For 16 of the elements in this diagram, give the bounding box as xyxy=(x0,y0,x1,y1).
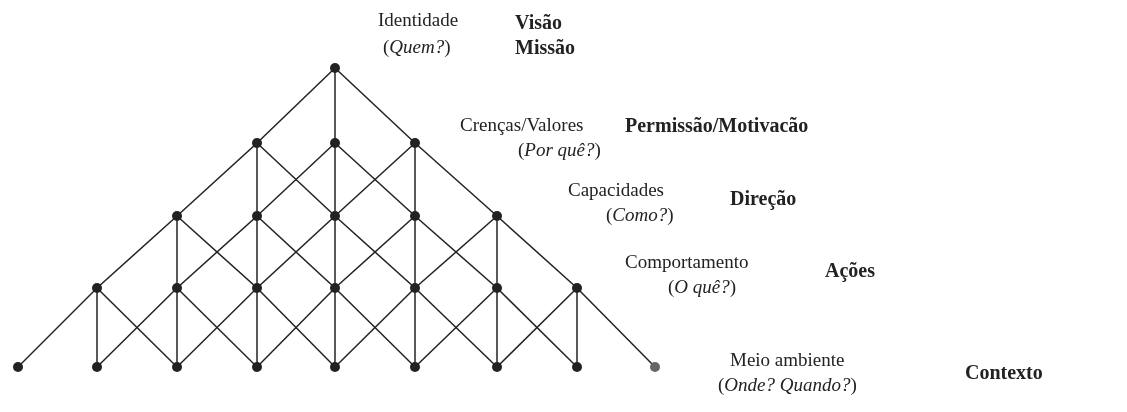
function-label: Contexto xyxy=(965,361,1043,383)
level-label: Comportamento xyxy=(625,251,749,273)
level-label: Meio ambiente xyxy=(730,349,845,371)
question-label: (Quem?) xyxy=(383,36,451,58)
question-label: (Como?) xyxy=(606,204,674,226)
level-label: Identidade xyxy=(378,9,459,31)
function-label: Ações xyxy=(825,259,875,281)
function-label: Visão xyxy=(515,11,563,33)
level-label: Capacidades xyxy=(568,179,664,201)
question-label: (Por quê?) xyxy=(518,139,601,161)
function-label: Permissão/Motivacão xyxy=(625,114,809,136)
level-label: Crenças/Valores xyxy=(460,114,584,136)
question-label: (O quê?) xyxy=(668,276,737,298)
function-label: Direção xyxy=(730,187,797,209)
question-label: (Onde? Quando?) xyxy=(718,374,857,396)
function-label: Missão xyxy=(515,36,575,58)
